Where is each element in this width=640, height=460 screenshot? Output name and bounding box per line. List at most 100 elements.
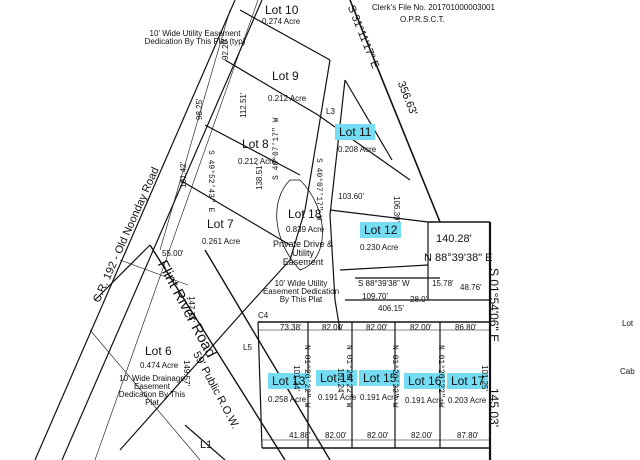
curve-l3: L3 bbox=[326, 107, 335, 116]
road-row-line-west-2 bbox=[61, 0, 263, 460]
dim-lot9-w: 92.20' bbox=[221, 38, 230, 60]
lot-depth-14: 101.24' bbox=[336, 368, 345, 394]
dim-87: 87.80' bbox=[457, 431, 479, 440]
lot-14-acreage: 0.191 Acre bbox=[318, 393, 357, 402]
lot-8-label: Lot 8 bbox=[242, 137, 269, 151]
edge-lot-label: Lot bbox=[622, 319, 634, 328]
lot9-south-line bbox=[224, 59, 319, 116]
lot13-west bbox=[257, 321, 263, 449]
dim-86: 86.80' bbox=[455, 323, 477, 332]
lot10-south-line bbox=[239, 9, 331, 61]
lot11-bearing: S 40°07'17" W bbox=[314, 158, 323, 221]
lot-bearing-sw: S 49°52'43" E bbox=[206, 150, 215, 213]
flint-river-road-west bbox=[149, 244, 286, 460]
dim-28: 28.0' bbox=[410, 295, 428, 304]
lot-11-acreage: 0.208 Acre bbox=[338, 145, 377, 154]
drive-west-line bbox=[119, 59, 331, 451]
drive-east-line bbox=[329, 79, 346, 331]
drainage-easement-note: 10' Wide Drainage Easement Dedication By… bbox=[118, 374, 186, 407]
lot-10-label: Lot 10 bbox=[265, 3, 299, 17]
utility-easement-note-top: 10' Wide Utility Easement Dedication By … bbox=[144, 29, 246, 46]
dim-48: 48.76' bbox=[460, 283, 482, 292]
line-l1: L1 bbox=[200, 439, 213, 451]
dim-109: 109.70' bbox=[362, 292, 388, 301]
dim-140: 140.28' bbox=[436, 233, 472, 245]
lot-16-acreage: 0.191 Acre bbox=[405, 396, 444, 405]
dim-41: 41.88' bbox=[289, 431, 311, 440]
lot7-south-line bbox=[179, 179, 291, 246]
lot-18-label: Lot 18 bbox=[288, 207, 322, 221]
dim-73: 73.38' bbox=[280, 323, 302, 332]
lot-8-acreage: 0.212 Acre bbox=[238, 157, 277, 166]
dim-112: 112.51' bbox=[239, 92, 248, 118]
road-row-line-west bbox=[34, 0, 236, 460]
lot11-line-a bbox=[344, 79, 393, 161]
lot-depth-13: 101.24' bbox=[292, 365, 301, 391]
lot6-easement bbox=[119, 259, 189, 286]
dim-103: 103.60' bbox=[338, 192, 364, 201]
lot-depth-17: 101.25' bbox=[480, 365, 489, 391]
flint-river-road-east bbox=[204, 249, 331, 460]
lot-west-easement bbox=[159, 9, 231, 251]
lot6-drainage-line bbox=[89, 329, 201, 460]
dim-147: 147.75' bbox=[187, 296, 196, 322]
dim-lot7-w: 98.25' bbox=[195, 98, 204, 120]
lot-bearing-17: N 01°20'22" W bbox=[436, 345, 445, 408]
lot-18-description: Private Drive & Utility Easement bbox=[272, 239, 334, 267]
county-record: O.P.R.S.C.T. bbox=[400, 15, 445, 24]
curve-c4: C4 bbox=[258, 311, 269, 320]
lot-13-label: Lot 13 bbox=[268, 373, 310, 389]
lot-15-label: Lot 15 bbox=[359, 370, 401, 386]
lot-14-label: Lot 14 bbox=[316, 370, 358, 386]
bearing-S88: S 88°39'38" W bbox=[358, 279, 410, 288]
lot-7-acreage: 0.261 Acre bbox=[202, 237, 241, 246]
lot-10-acreage: 0.274 Acre bbox=[262, 17, 301, 26]
road-centerline bbox=[94, 0, 259, 460]
dim-82-e: 82.00' bbox=[367, 431, 389, 440]
dim-106: 106.39' bbox=[392, 196, 401, 222]
lot11-line-b bbox=[317, 114, 411, 181]
boundary-northeast bbox=[349, 0, 441, 223]
dim-149: 149.57' bbox=[182, 360, 191, 386]
lot-18-acreage: 0.839 Acre bbox=[286, 225, 325, 234]
curve-l5: L5 bbox=[243, 343, 252, 352]
clerk-file-number: Clerk's File No. 201701000003001 bbox=[372, 3, 495, 12]
l1-line bbox=[184, 424, 226, 460]
bearing-N88: N 88°39'38" E bbox=[424, 252, 493, 264]
edge-cab-label: Cab bbox=[620, 367, 635, 376]
dim-145: 145.03' bbox=[487, 388, 501, 427]
lot-6-label: Lot 6 bbox=[145, 344, 172, 358]
bearing-east: S 01°54'06" E bbox=[487, 268, 501, 343]
cul-de-sac bbox=[276, 179, 323, 271]
lot-15-acreage: 0.191 Acre bbox=[360, 393, 399, 402]
dim-138: 138.51' bbox=[255, 164, 264, 190]
lot-6-acreage: 0.474 Acre bbox=[140, 361, 179, 370]
lot-9-label: Lot 9 bbox=[272, 69, 299, 83]
lot8-south-line bbox=[204, 124, 301, 176]
dim-15: 15.78' bbox=[432, 279, 454, 288]
dim-82-a: 82.00' bbox=[322, 323, 344, 332]
lot-11-label: Lot 11 bbox=[335, 124, 376, 140]
lot-17-label: Lot 17 bbox=[447, 373, 489, 389]
lot-12-acreage: 0.230 Acre bbox=[360, 243, 399, 252]
lot6-north-line bbox=[94, 244, 151, 301]
dim-82-b: 82.00' bbox=[366, 323, 388, 332]
lot-bearing-ne: S 40°07'17" W bbox=[272, 117, 281, 180]
lot12-south bbox=[339, 264, 429, 271]
lot-13-acreage: 0.258 Acre bbox=[268, 395, 307, 404]
lot12-line bbox=[329, 209, 429, 223]
dim-lot8-w: 101.42' bbox=[179, 162, 188, 188]
dim-82-d: 82.00' bbox=[325, 431, 347, 440]
utility-easement-note-mid: 10' Wide Utility Easement Dedication By … bbox=[262, 279, 340, 304]
dim-82-f: 82.00' bbox=[411, 431, 433, 440]
lot-9-acreage: 0.212 Acre bbox=[268, 94, 307, 103]
dim-55: 55.00' bbox=[162, 249, 184, 258]
dim-82-c: 82.00' bbox=[410, 323, 432, 332]
lot-12-label: Lot 12 bbox=[360, 222, 402, 238]
lot-17-acreage: 0.203 Acre bbox=[448, 396, 487, 405]
lot-16-label: Lot 16 bbox=[404, 373, 446, 389]
lot-7-label: Lot 7 bbox=[207, 217, 234, 231]
dim-406: 406.15' bbox=[378, 304, 404, 313]
